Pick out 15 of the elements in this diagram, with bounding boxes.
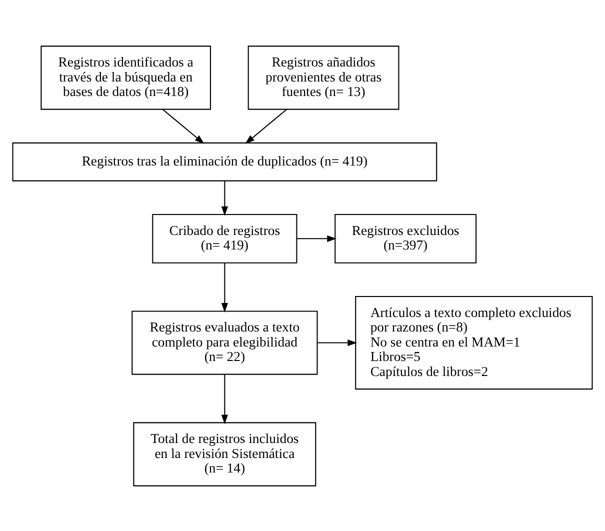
node-box: Registros excluidos (n=397): [334, 213, 477, 263]
node-box: Registros añadidos provenientes de otras fuentes (n= 13): [248, 45, 400, 110]
arrow: [318, 338, 358, 346]
arrow: [162, 108, 204, 144]
node-box: Artículos a texto completo excluidos por razones (n=8) No se centra en el MAM=1 Libros=5 Capítulos de libros=2: [355, 295, 593, 390]
node-box: Registros identificados a través de la búsqueda en bases de datos (n=418): [40, 45, 211, 110]
arrow: [296, 234, 337, 242]
arrow: [245, 108, 288, 144]
node-box: Registros tras la eliminación de duplicados (n= 419): [12, 142, 438, 181]
arrow: [221, 374, 228, 424]
node-box: Registros evaluados a texto completo para elegibilidad (n= 22): [132, 310, 318, 374]
node-box: Total de registros incluidos en la revisión Sistemática (n= 14): [133, 422, 316, 486]
arrow: [221, 180, 228, 216]
arrow: [221, 262, 228, 312]
node-box: Cribado de registros (n= 419): [152, 213, 298, 263]
